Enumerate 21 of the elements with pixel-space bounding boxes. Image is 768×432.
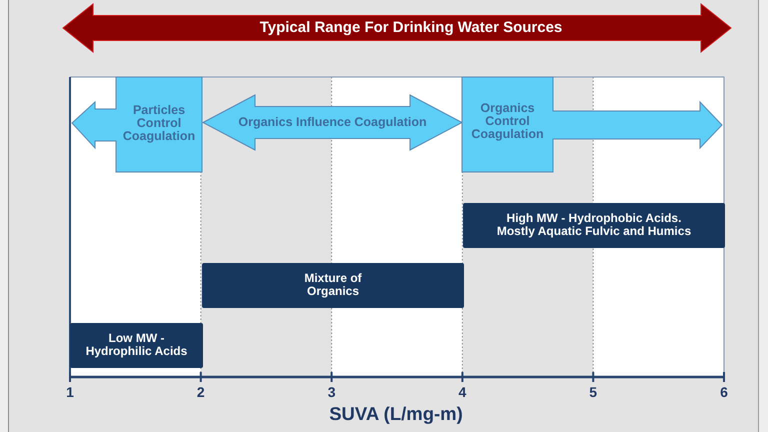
banner-text: Typical Range For Drinking Water Sources xyxy=(260,20,562,36)
tick-label: 3 xyxy=(328,385,336,399)
range-bar xyxy=(463,203,725,248)
callout-text: Organics Control Coagulation xyxy=(470,102,545,142)
double-arrow-shape xyxy=(203,95,462,150)
right-arrow-callout xyxy=(462,77,722,172)
range-label: Low MW - Hydrophilic Acids xyxy=(84,332,188,358)
tick-label: 4 xyxy=(458,385,466,399)
double-arrow-banner xyxy=(63,4,731,52)
tick-label: 2 xyxy=(196,385,205,399)
range-label: Mixture of Organics xyxy=(303,272,363,298)
range-bar xyxy=(70,323,203,368)
tick-label: 5 xyxy=(589,385,598,399)
range-label: High MW - Hydrophobic Acids. Mostly Aquatic Fulvic and Humics xyxy=(496,212,692,238)
range-bar xyxy=(202,263,464,308)
left-arrow-callout xyxy=(72,77,202,172)
axis-title: SUVA (L/mg-m) xyxy=(329,404,463,424)
tick-label: 1 xyxy=(66,385,74,399)
tick-label: 6 xyxy=(720,385,728,399)
arrow-text: Organics Influence Coagulation xyxy=(238,116,427,130)
callout-text: Particles Control Coagulation xyxy=(122,104,196,144)
